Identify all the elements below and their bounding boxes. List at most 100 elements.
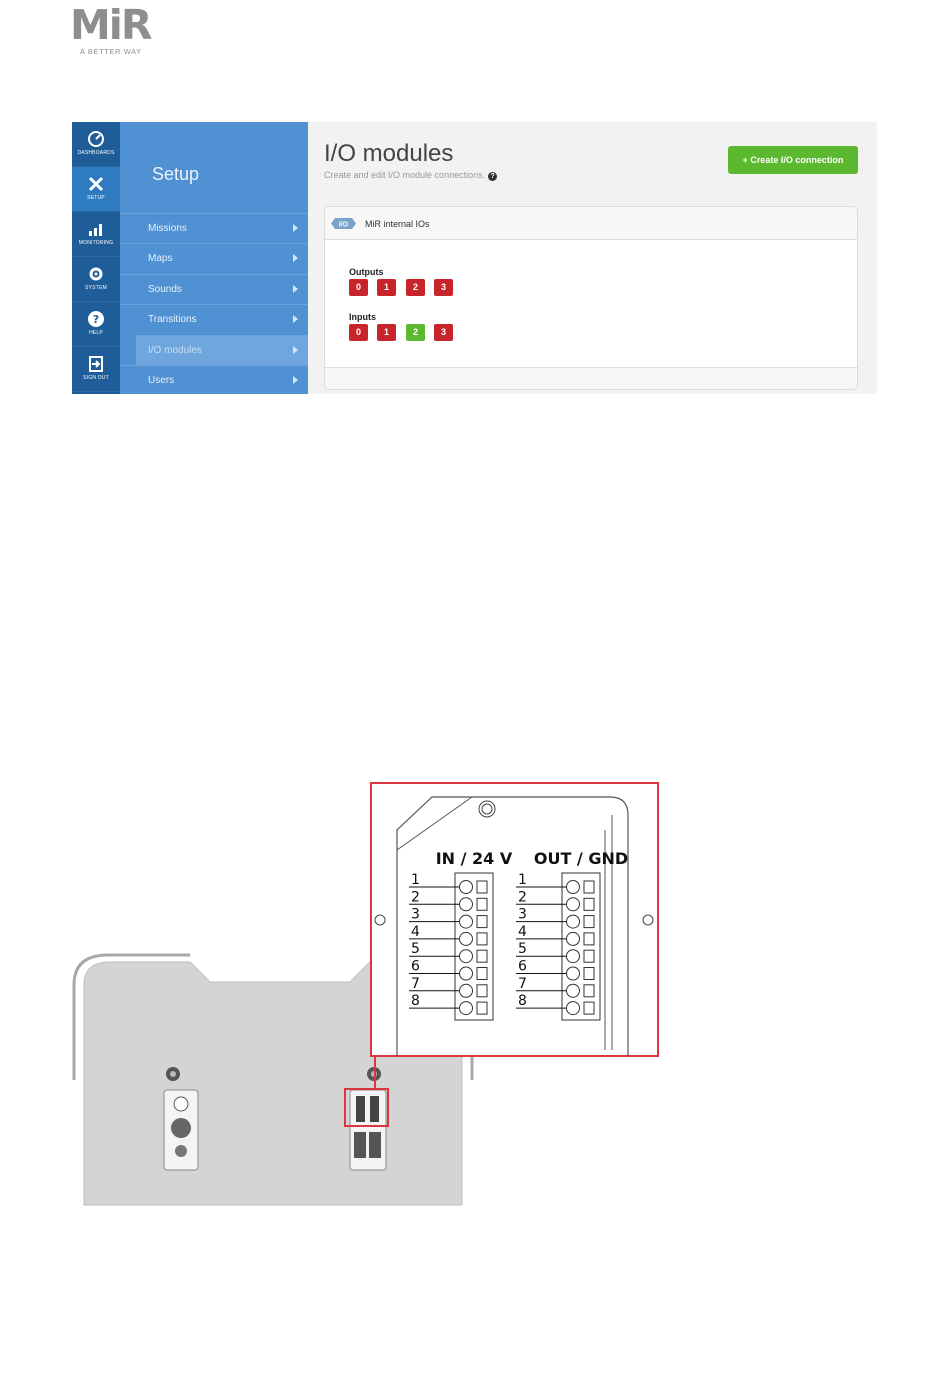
- nav-item-missions[interactable]: Missions: [120, 213, 308, 243]
- sign-out-icon: [89, 356, 103, 372]
- menu-label: SETUP: [87, 195, 105, 201]
- question-icon: ?: [88, 311, 104, 327]
- pin-number-in: 3: [411, 907, 420, 923]
- mir-web-interface: DASHBOARDS SETUP MONITORING SYSTEM ? HEL…: [72, 122, 877, 394]
- menu-dashboards[interactable]: DASHBOARDS: [72, 122, 120, 167]
- menu-system[interactable]: SYSTEM: [72, 257, 120, 302]
- page-subtitle: Create and edit I/O module connections.?: [324, 170, 498, 181]
- terminal-hole-icon: [566, 949, 580, 964]
- terminal-lever: [583, 932, 595, 946]
- module-edge: [396, 796, 473, 851]
- nav-item-maps[interactable]: Maps: [120, 243, 308, 273]
- terminal-hole-icon: [566, 966, 580, 981]
- menu-label: MONITORING: [78, 240, 114, 246]
- nav-item-label: Maps: [148, 253, 173, 264]
- menu-setup[interactable]: SETUP: [72, 167, 120, 212]
- screw-icon: [478, 800, 496, 818]
- io-badge-icon: I/O: [331, 218, 356, 229]
- terminal-strip: [356, 1096, 365, 1122]
- pin-number-in: 1: [411, 872, 420, 888]
- terminal-lever: [476, 915, 488, 929]
- terminal-block-in: [454, 872, 494, 1021]
- input-pin: 0: [349, 324, 368, 341]
- pin-number-out: 7: [518, 976, 527, 992]
- menu-monitoring[interactable]: MONITORING: [72, 212, 120, 257]
- menu-sign-out[interactable]: SIGN OUT: [72, 347, 120, 392]
- nav-item-label: Users: [148, 375, 175, 386]
- mount-hole-icon: [642, 914, 654, 926]
- subtitle-text: Create and edit I/O module connections.: [324, 170, 486, 180]
- wrench-screwdriver-icon: [88, 176, 104, 192]
- pin-number-out: 4: [518, 924, 527, 940]
- terminal-hole-icon: [459, 914, 473, 929]
- gear-icon: [89, 267, 103, 281]
- terminal-lever: [476, 880, 488, 894]
- nav-item-label: Missions: [148, 223, 187, 234]
- terminal-hole-icon: [459, 983, 473, 998]
- pin-number-out: 1: [518, 872, 527, 888]
- nav-item-io-modules[interactable]: I/O modules: [136, 335, 308, 365]
- nav-item-transitions[interactable]: Transitions: [120, 304, 308, 334]
- connector-port-icon: [175, 1145, 187, 1157]
- menu-help[interactable]: ? HELP: [72, 302, 120, 347]
- mount-hole-icon: [374, 914, 386, 926]
- terminal-block-out: [561, 872, 601, 1021]
- inputs-label: Inputs: [349, 312, 376, 322]
- output-pin[interactable]: 2: [406, 279, 425, 296]
- help-icon[interactable]: ?: [488, 172, 498, 181]
- zoom-box: [370, 782, 659, 1057]
- output-pin[interactable]: 3: [434, 279, 453, 296]
- pin-number-in: 2: [411, 889, 420, 905]
- io-module-panel: I/O MiR internal IOs Outputs 0 1 2 3 Inp…: [324, 206, 858, 390]
- page-title: I/O modules: [324, 140, 454, 167]
- terminal-strip: [369, 1132, 381, 1158]
- terminal-lever: [583, 984, 595, 998]
- pin-number-out: 6: [518, 959, 527, 975]
- panel-header[interactable]: I/O MiR internal IOs: [325, 207, 857, 240]
- terminal-hole-icon: [566, 931, 580, 946]
- chevron-right-icon: [293, 376, 298, 384]
- connector-port-icon: [173, 1096, 189, 1112]
- menu-label: SYSTEM: [85, 285, 107, 291]
- terminal-hole-icon: [566, 1001, 580, 1016]
- main-content: I/O modules Create and edit I/O module c…: [308, 122, 877, 394]
- chevron-right-icon: [293, 224, 298, 232]
- create-io-connection-button[interactable]: + Create I/O connection: [728, 146, 858, 174]
- terminal-hole-icon: [566, 914, 580, 929]
- pin-number-in: 5: [411, 941, 420, 957]
- terminal-lever: [583, 949, 595, 963]
- terminal-lever: [476, 984, 488, 998]
- chevron-right-icon: [293, 254, 298, 262]
- nav-item-users[interactable]: Users: [120, 365, 308, 394]
- plate-rim: [72, 953, 190, 1080]
- terminal-lever: [476, 932, 488, 946]
- logo-tagline: A BETTER WAY: [80, 47, 142, 56]
- mir-logo: MiR A BETTER WAY: [70, 1, 152, 56]
- connector-port-icon: [171, 1118, 191, 1138]
- outputs-label: Outputs: [349, 267, 384, 277]
- terminal-hole-icon: [566, 897, 580, 912]
- nav-item-label: I/O modules: [148, 345, 202, 356]
- pin-number-in: 7: [411, 976, 420, 992]
- module-outline: [396, 796, 629, 1056]
- terminal-lever: [476, 949, 488, 963]
- terminal-lever: [476, 967, 488, 980]
- panel-body: Outputs 0 1 2 3 Inputs 0 1 2 3: [325, 240, 857, 368]
- output-pin[interactable]: 0: [349, 279, 368, 296]
- logo-mark: MiR: [70, 1, 152, 49]
- terminal-lever: [583, 1001, 595, 1015]
- terminal-lever: [476, 1001, 488, 1015]
- nav-item-sounds[interactable]: Sounds: [120, 274, 308, 304]
- terminal-hole-icon: [459, 931, 473, 946]
- panel-title: MiR internal IOs: [365, 219, 430, 229]
- dashboard-gauge-icon: [88, 131, 104, 147]
- pin-number-out: 8: [518, 993, 527, 1009]
- terminal-hole-icon: [566, 880, 580, 894]
- terminal-lever: [583, 880, 595, 894]
- input-pin: 2: [406, 324, 425, 341]
- chevron-right-icon: [293, 315, 298, 323]
- input-pin: 1: [377, 324, 396, 341]
- output-pin[interactable]: 1: [377, 279, 396, 296]
